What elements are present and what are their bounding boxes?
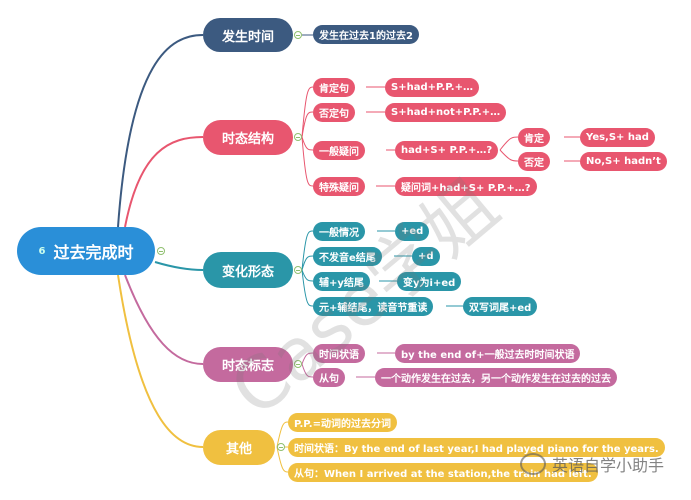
- wechat-icon: [520, 453, 546, 475]
- collapse-icon[interactable]: [294, 360, 302, 368]
- branch-time[interactable]: 发生时间: [203, 18, 293, 52]
- root-label: 过去完成时: [53, 243, 134, 262]
- form-result[interactable]: +d: [412, 247, 440, 266]
- marker-type[interactable]: 从句: [313, 368, 345, 387]
- yes-answer-formula[interactable]: Yes,S+ had: [580, 128, 655, 147]
- special-question-formula[interactable]: 疑问词+had+S+ P.P.+…?: [395, 177, 537, 196]
- marker-detail[interactable]: 一个动作发生在过去，另一个动作发生在过去的过去: [375, 368, 617, 387]
- affirmative-node[interactable]: 肯定句: [313, 78, 355, 97]
- no-answer-node[interactable]: 否定: [518, 152, 550, 171]
- form-result[interactable]: 双写词尾+ed: [463, 297, 538, 316]
- affirmative-formula[interactable]: S+had+P.P.+…: [385, 78, 479, 97]
- branch-structure[interactable]: 时态结构: [203, 120, 293, 155]
- branch-markers[interactable]: 时态标志: [203, 347, 293, 382]
- form-result[interactable]: +ed: [395, 222, 430, 241]
- time-detail[interactable]: 发生在过去1的过去2: [313, 25, 419, 44]
- form-rule[interactable]: 一般情况: [313, 222, 365, 241]
- collapse-icon[interactable]: [294, 133, 302, 141]
- collapse-icon[interactable]: [157, 247, 165, 255]
- root-node[interactable]: 6 过去完成时: [17, 227, 155, 275]
- form-rule[interactable]: 不发音e结尾: [313, 247, 382, 266]
- general-question-formula[interactable]: had+S+ P.P.+…?: [395, 141, 499, 160]
- form-rule[interactable]: 辅+y结尾: [313, 272, 370, 291]
- negative-node[interactable]: 否定句: [313, 103, 355, 122]
- collapse-icon[interactable]: [294, 31, 302, 39]
- branch-forms[interactable]: 变化形态: [203, 252, 293, 288]
- collapse-icon[interactable]: [294, 266, 302, 274]
- negative-formula[interactable]: S+had+not+P.P.+…: [385, 103, 507, 122]
- account-logo: 英语自学小助手: [520, 452, 664, 476]
- root-badge: 6: [38, 245, 46, 257]
- other-note[interactable]: P.P.=动词的过去分词: [288, 413, 397, 432]
- general-question-node[interactable]: 一般疑问: [313, 141, 365, 160]
- no-answer-formula[interactable]: No,S+ hadn’t: [580, 152, 667, 171]
- form-result[interactable]: 变y为i+ed: [397, 272, 462, 291]
- logo-text: 英语自学小助手: [552, 456, 665, 475]
- special-question-node[interactable]: 特殊疑问: [313, 177, 365, 196]
- form-rule[interactable]: 元+辅结尾，读音节重读: [313, 297, 434, 316]
- yes-answer-node[interactable]: 肯定: [518, 128, 550, 147]
- marker-type[interactable]: 时间状语: [313, 344, 365, 363]
- branch-other[interactable]: 其他: [203, 430, 275, 465]
- marker-detail[interactable]: by the end of+一般过去时时间状语: [395, 344, 581, 363]
- other-note[interactable]: 时间状语：By the end of last year,I had playe…: [288, 438, 665, 457]
- collapse-icon[interactable]: [277, 443, 285, 451]
